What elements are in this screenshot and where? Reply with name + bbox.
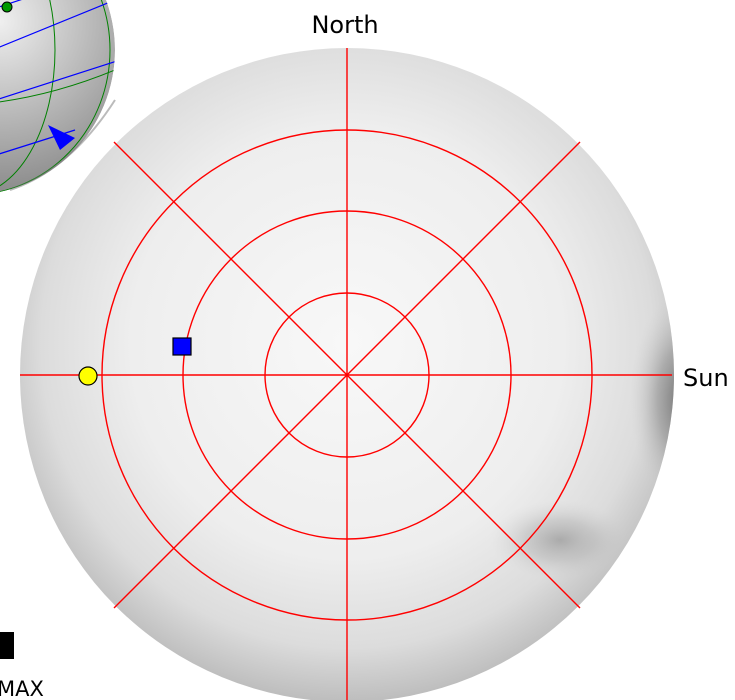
north-label: North: [311, 11, 378, 39]
dark-albedo-feature-lower: [490, 500, 630, 580]
sun-label: Sun: [683, 364, 729, 392]
dark-albedo-feature: [630, 290, 674, 510]
inset-grid-lines: [0, 0, 115, 195]
inset-arrow-icon: [48, 125, 75, 150]
coordinate-grid: [20, 48, 672, 700]
globe: [20, 48, 674, 700]
black-square-icon: [0, 632, 14, 659]
inset-marker: [1, 1, 13, 13]
yellow-circle-icon: [78, 366, 98, 386]
inset-edge-shadow: [9, 99, 116, 191]
blue-square-icon: [172, 337, 192, 356]
legend-max-label: MAX: [0, 677, 44, 700]
grid-diagonal-2: [113, 141, 581, 609]
inset-globe: [0, 0, 115, 195]
